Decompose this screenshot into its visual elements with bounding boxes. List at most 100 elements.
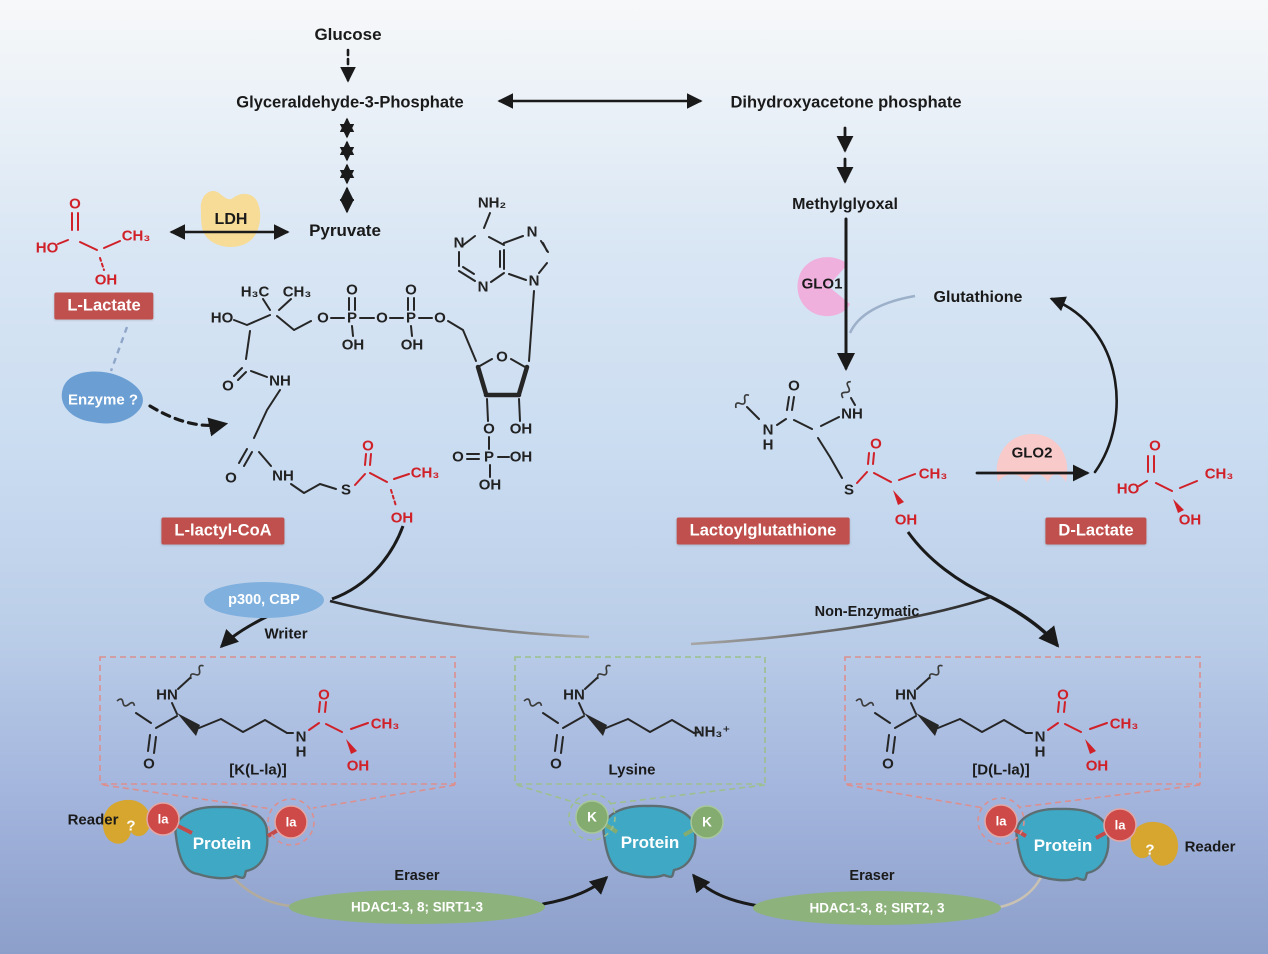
atom-label: N — [478, 279, 489, 296]
atom-label: NH — [272, 468, 294, 485]
blobs-over — [61, 371, 1179, 925]
glutathione-in-curve — [848, 294, 916, 334]
atom-label: CH₃ — [122, 228, 151, 245]
la-label: la — [1114, 817, 1126, 833]
eraser-left-label: Eraser — [394, 868, 440, 884]
d-l-la-box — [844, 656, 1201, 785]
atom-label: O — [143, 756, 155, 773]
methylglyoxal-label: Methylglyoxal — [792, 196, 898, 213]
reader-left-blob — [102, 799, 151, 844]
eraser-left-enzymes: HDAC1-3, 8; SIRT1-3 — [350, 899, 484, 915]
lactyl-group — [286, 701, 369, 754]
atom-label: P — [347, 310, 357, 327]
atom-label: O — [882, 756, 894, 773]
atom-label: H — [1035, 744, 1046, 761]
atom-label: OH — [479, 477, 502, 494]
atom-label: N — [454, 235, 465, 252]
la-label: la — [285, 814, 297, 830]
atom-label: P — [484, 449, 494, 466]
atom-label: O — [225, 470, 237, 487]
atom-label: N — [527, 224, 538, 241]
atom-label: S — [844, 482, 854, 499]
la-label: la — [995, 813, 1007, 829]
protein-label-left: Protein — [192, 834, 252, 853]
reader-right-label: Reader — [1184, 838, 1236, 856]
dhap-label: Dihydroxyacetone phosphate — [730, 93, 962, 112]
glo2-blob — [996, 434, 1068, 482]
atom-label: OH — [401, 337, 424, 354]
atom-label: NH — [841, 406, 863, 423]
atom-label: CH₃ — [1110, 716, 1139, 733]
lactoylglutathione-badge: Lactoylglutathione — [676, 517, 850, 545]
eraser-left-ellipse — [289, 890, 545, 924]
pyruvate-label: Pyruvate — [309, 221, 381, 240]
eraser-right-arrow — [692, 873, 761, 908]
atom-label: OH — [347, 758, 370, 775]
la-circle — [146, 802, 180, 836]
writer-label: Writer — [264, 625, 308, 643]
glo1-label: GLO1 — [801, 275, 843, 293]
atom-label: N — [529, 273, 540, 290]
atom-label: HN — [563, 687, 585, 704]
eraser-right-enzymes: HDAC1-3, 8; SIRT2, 3 — [809, 900, 945, 916]
d-lactate-structure — [1138, 455, 1198, 513]
glutathione-label: Glutathione — [933, 289, 1023, 306]
reader-left-label: Reader — [67, 811, 119, 829]
atom-label: HO — [1117, 481, 1140, 498]
atom-label: OH — [95, 272, 118, 289]
glutathione-recycle-arrow — [1049, 296, 1118, 474]
la-halo-left — [267, 798, 315, 846]
protein-label-center: Protein — [620, 833, 680, 852]
l-lactate-structure — [57, 212, 121, 271]
atom-label: OH — [342, 337, 365, 354]
non-enzymatic-label: Non-Enzymatic — [814, 604, 920, 620]
d-lactate-badge: D-Lactate — [1045, 517, 1147, 545]
chemical-structures — [57, 212, 1198, 755]
atom-label: HO — [211, 310, 234, 327]
la-halo-right — [977, 797, 1025, 845]
k-l-la-box — [99, 656, 456, 785]
protein-blob-right — [1015, 807, 1110, 882]
reader-right-blob — [1130, 821, 1179, 866]
atom-label: NH₃⁺ — [694, 724, 731, 741]
lysine-backbone — [115, 663, 288, 754]
atom-label: CH₃ — [919, 466, 948, 483]
p300-cbp-ellipse — [204, 582, 324, 618]
k-halo-center — [568, 793, 616, 841]
atom-label: O — [788, 378, 800, 395]
atom-label: O — [452, 449, 464, 466]
la-k-circles — [146, 800, 1137, 842]
l-lactyl-coa-structure — [233, 212, 549, 507]
atom-label: N — [1035, 729, 1046, 746]
eraser-left-arrow — [541, 875, 609, 906]
atom-label: P — [406, 310, 416, 327]
atom-label: N — [763, 422, 774, 439]
atom-label: O — [317, 310, 329, 327]
atom-label: O — [346, 282, 358, 299]
eraser-right-label: Eraser — [849, 868, 895, 884]
ldh-label: LDH — [214, 211, 248, 228]
atom-label: O — [318, 687, 330, 704]
atom-label: O — [550, 756, 562, 773]
atom-label: O — [870, 436, 882, 453]
atom-label: CH₃ — [283, 284, 312, 301]
k-label: K — [587, 809, 597, 825]
lysine-label: Lysine — [608, 761, 656, 779]
k-circle — [575, 800, 609, 834]
atom-label: O — [362, 438, 374, 455]
arrows — [109, 48, 1090, 482]
atom-label: O — [222, 378, 234, 395]
atom-label: O — [405, 282, 417, 299]
atom-label: OH — [1179, 512, 1202, 529]
atom-label: N — [296, 729, 307, 746]
atom-label: O — [483, 421, 495, 438]
lactate-enzyme-dash — [109, 326, 129, 372]
protein-blob-left — [174, 805, 269, 880]
atom-label: O — [376, 310, 388, 327]
enzyme-question-blob — [61, 371, 143, 424]
atom-label: HO — [36, 240, 59, 257]
reader-question-left: ? — [126, 817, 136, 835]
atom-label: O — [1057, 687, 1069, 704]
atom-label: H — [296, 744, 307, 761]
